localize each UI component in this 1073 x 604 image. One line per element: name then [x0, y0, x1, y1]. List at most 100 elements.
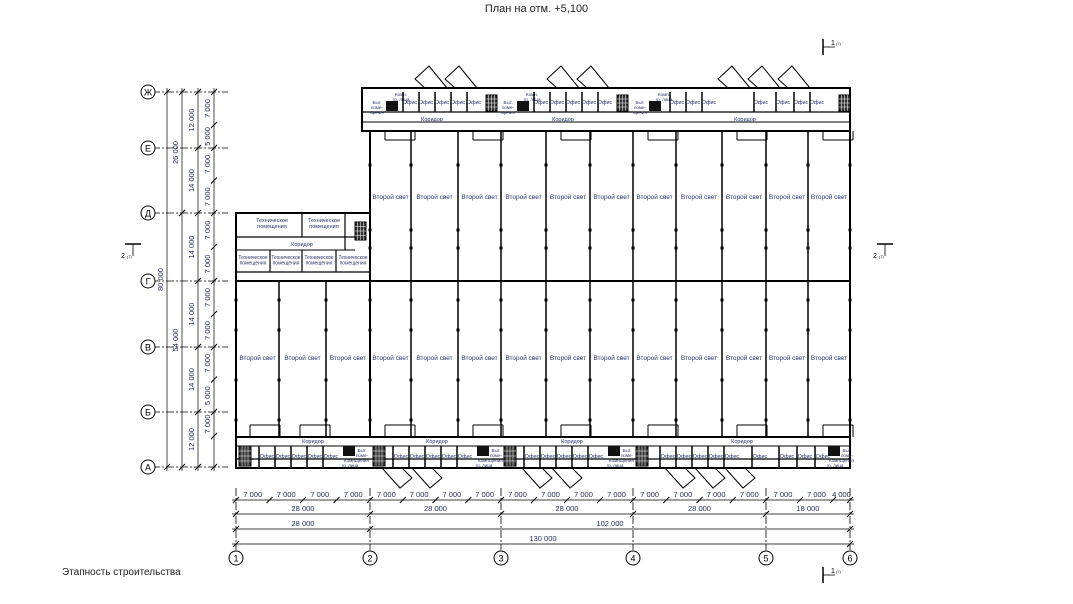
room-corridor: Коридор — [421, 117, 443, 123]
room-corridor: Коридор — [731, 439, 753, 445]
column — [409, 298, 413, 302]
dimension-tick — [846, 510, 854, 518]
room-office: Офис — [426, 454, 441, 460]
entrance-canopy — [444, 65, 478, 89]
grid-bubble-col — [362, 550, 378, 566]
dimension-tick — [210, 310, 218, 318]
column — [674, 228, 678, 232]
column — [674, 418, 678, 422]
column — [499, 298, 503, 302]
dimension-tick — [497, 510, 505, 518]
room-office: Офис — [798, 454, 813, 460]
dimension-tick — [266, 496, 273, 504]
column — [720, 163, 724, 167]
dim-detail: 7 000 — [243, 490, 262, 499]
dimension-tick — [232, 540, 240, 548]
dimension-tick — [178, 463, 186, 471]
room-household: поме- — [634, 105, 647, 110]
grid-row-label: Б — [145, 408, 151, 418]
room-office: Офис — [451, 100, 466, 106]
room-household: щения — [501, 110, 515, 115]
grid-bubble-col — [228, 550, 244, 566]
construction-stages-label: Этапность строительства — [62, 567, 181, 578]
dimension-tick — [662, 496, 670, 504]
room-second-light: Второй свет — [372, 193, 408, 201]
column — [848, 163, 852, 167]
dim-detail: 7 000 — [673, 490, 692, 499]
grid-bubble-col — [842, 550, 858, 566]
dimension-tick — [299, 496, 307, 504]
column — [588, 418, 592, 422]
column — [499, 418, 503, 422]
column — [499, 163, 503, 167]
column — [720, 246, 724, 250]
dimension-tick — [696, 496, 703, 504]
room-second-light: Второй свет — [593, 354, 629, 362]
room-household: Быт. — [504, 100, 513, 105]
grid-bubble-col — [758, 550, 774, 566]
dimension-tick — [210, 88, 218, 96]
dim-detail: 7 000 — [508, 490, 527, 499]
room-tech: Техническое — [238, 255, 267, 261]
room-office: Офис — [394, 454, 409, 460]
room-office: Офис — [557, 454, 572, 460]
column — [456, 378, 460, 382]
column — [277, 418, 281, 422]
sanitary-block — [386, 101, 398, 111]
dimension-tick — [366, 496, 374, 504]
grid-row-label: Д — [145, 209, 151, 219]
dim-detail: 7 000 — [203, 187, 212, 206]
grid-col-label: 5 — [763, 554, 768, 564]
dim-detail: 7 000 — [740, 490, 759, 499]
column — [631, 298, 635, 302]
room-group: Комн. — [609, 458, 621, 463]
room-office: Офис — [686, 100, 701, 106]
column — [456, 298, 460, 302]
room-second-light: Второй свет — [330, 354, 366, 362]
column — [806, 418, 810, 422]
dim-detail: 5 000 — [203, 386, 212, 405]
room-office: Офис — [810, 100, 825, 106]
dimension-tick — [232, 496, 240, 504]
room-household: поме- — [621, 453, 634, 458]
room-office: Офис — [419, 100, 434, 106]
dim-detail: 7 000 — [774, 490, 793, 499]
grid-bubble-row — [140, 339, 156, 355]
room-office: Офис — [410, 454, 425, 460]
column — [324, 328, 328, 332]
room-tech: помещения — [306, 261, 333, 267]
dim-span: 28 000 — [424, 504, 447, 513]
column — [806, 378, 810, 382]
dim-detail: 7 000 — [377, 490, 396, 499]
room-office: Офис — [677, 454, 692, 460]
room-group: Комн. — [658, 92, 670, 97]
section-mark-1-top: (7) — [836, 41, 842, 46]
column — [848, 228, 852, 232]
column — [806, 298, 810, 302]
room-second-light: Второй свет — [769, 354, 805, 362]
room-second-light: Второй свет — [636, 354, 672, 362]
column — [234, 378, 238, 382]
room-office: Офис — [780, 454, 795, 460]
dimension-tick — [194, 277, 202, 285]
grid-bubble-row — [140, 140, 156, 156]
column — [277, 298, 281, 302]
section-mark-1-bottom: 1 — [831, 568, 835, 575]
column — [368, 418, 372, 422]
room-group: Комн. — [829, 458, 841, 463]
room-tech: Техническое — [256, 218, 288, 224]
room-household: щения — [840, 458, 854, 463]
grid-col-label: 3 — [498, 554, 503, 564]
grid-bubble-col — [493, 550, 509, 566]
column — [234, 328, 238, 332]
column — [456, 328, 460, 332]
column — [764, 378, 768, 382]
dimension-tick — [178, 209, 186, 217]
room-second-light: Второй свет — [811, 193, 847, 201]
column — [409, 246, 413, 250]
column — [456, 246, 460, 250]
room-household: щения — [489, 458, 503, 463]
room-household: поме- — [841, 453, 854, 458]
room-group: гр. лица — [524, 97, 541, 102]
room-office: Офис — [753, 454, 768, 460]
